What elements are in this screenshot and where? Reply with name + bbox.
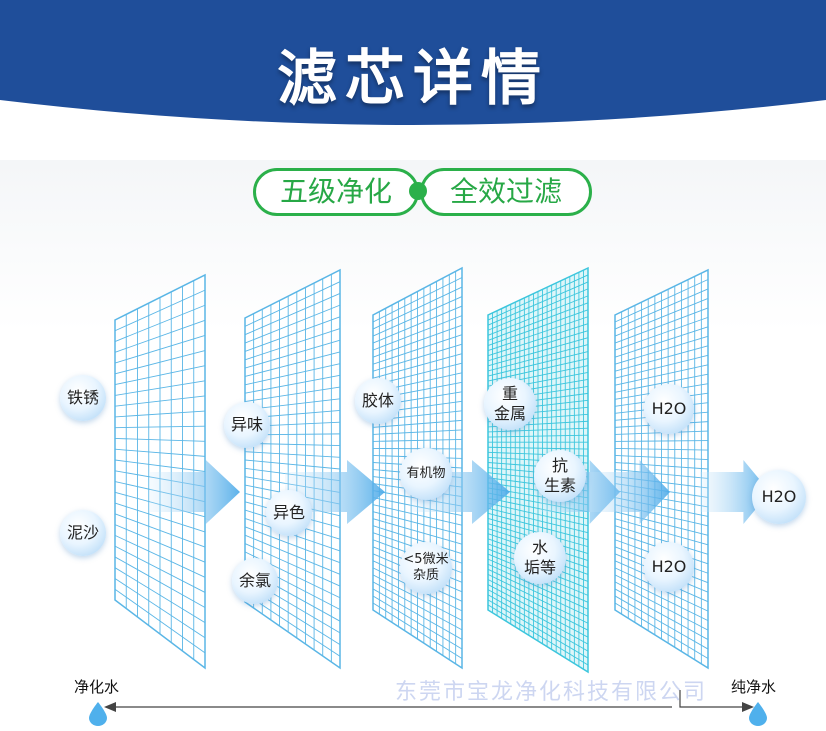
bubble-odor: 异味 xyxy=(224,402,270,448)
bubble-h2o-1: H2O xyxy=(644,384,694,434)
bubble-impurities: <5微米 杂质 xyxy=(400,542,452,594)
bubble-h2o-2: H2O xyxy=(644,542,694,592)
bubble-heavy-metal: 重 金属 xyxy=(484,378,536,430)
filter-panel-5 xyxy=(614,268,709,670)
bubble-colloid: 胶体 xyxy=(355,378,401,424)
bubble-antibiotics: 抗 生素 xyxy=(534,450,586,502)
flow-arrowhead-left xyxy=(104,702,116,712)
bubble-sand: 泥沙 xyxy=(60,510,106,556)
bubble-rust: 铁锈 xyxy=(60,375,106,421)
filter-panel-1 xyxy=(114,273,206,670)
bubble-h2o-output: H2O xyxy=(752,470,806,524)
flow-label-pure: 纯净水 xyxy=(731,678,777,696)
filter-panel-2 xyxy=(244,268,341,670)
flow-arrow-1 xyxy=(150,460,240,524)
flow-label-purified: 净化水 xyxy=(74,678,120,696)
bubble-organics: 有机物 xyxy=(400,448,452,500)
flow-arrow-5 xyxy=(590,460,670,524)
water-drop-icon xyxy=(749,702,767,726)
flow-line-right xyxy=(679,690,748,708)
bubble-color: 异色 xyxy=(266,490,312,536)
header-band: 滤芯详情 xyxy=(0,0,826,140)
bubble-chlorine: 余氯 xyxy=(232,558,278,604)
slogan-divider-dot xyxy=(409,182,427,200)
flow-arrowhead-right xyxy=(742,702,754,712)
bubble-scale: 水 垢等 xyxy=(514,532,566,584)
page-title: 滤芯详情 xyxy=(277,44,549,114)
water-drop-icon xyxy=(89,702,107,726)
slogan-right: 全效过滤 xyxy=(420,168,592,216)
company-watermark: 东莞市宝龙净化科技有限公司 xyxy=(395,680,708,705)
header-background xyxy=(0,0,826,125)
flow-arrow-6 xyxy=(700,460,770,524)
